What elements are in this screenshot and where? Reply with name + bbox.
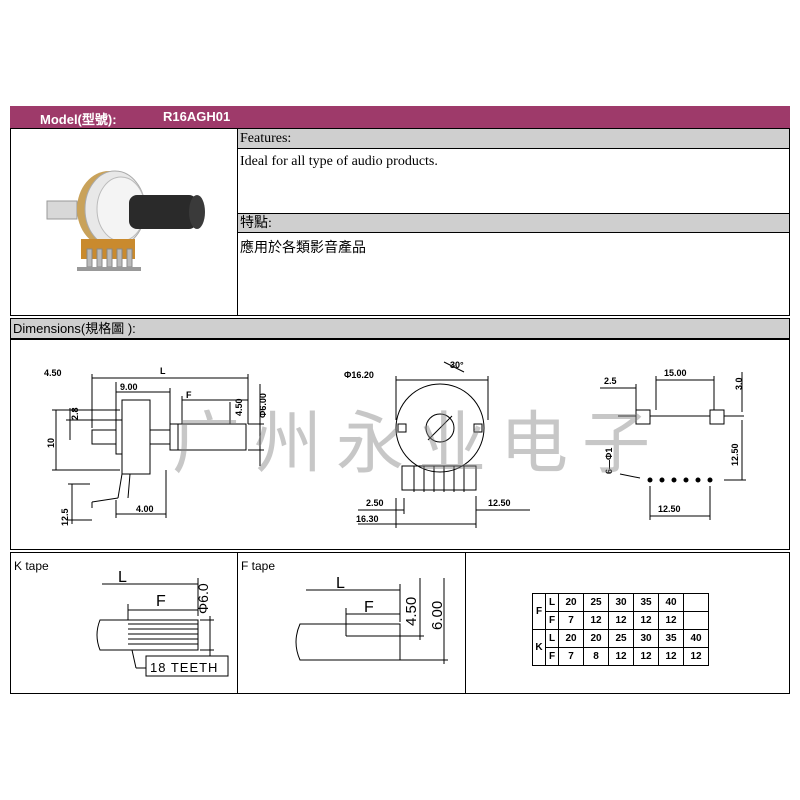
dim-12-50-horizontal: 12.50 bbox=[658, 504, 681, 514]
dim-9-00: 9.00 bbox=[120, 382, 138, 392]
table-cell: 12 bbox=[608, 647, 634, 666]
table-cell: F bbox=[532, 593, 546, 630]
k-tape-title: K tape bbox=[14, 559, 49, 573]
watermark: 广州永业电子 bbox=[172, 405, 665, 484]
dimensions-title: Dimensions(規格圖 ): bbox=[10, 318, 790, 339]
f-tape-title: F tape bbox=[241, 559, 276, 573]
table-cell: K bbox=[532, 629, 546, 666]
table-cell: 7 bbox=[558, 611, 584, 630]
dim-15-00: 15.00 bbox=[664, 368, 687, 378]
features-box: Features: Ideal for all type of audio pr… bbox=[237, 128, 790, 316]
model-label: Model(型號): bbox=[40, 112, 117, 127]
table-cell: 35 bbox=[633, 593, 659, 612]
dim-2-8: 2.8 bbox=[70, 407, 80, 420]
product-image-box bbox=[10, 128, 238, 316]
model-header-band: Model(型號): R16AGH01 bbox=[10, 106, 790, 128]
table-cell: 20 bbox=[583, 629, 609, 648]
tedian-text: 應用於各類影音產品 bbox=[240, 241, 366, 256]
table-cell: F bbox=[545, 647, 559, 666]
table-cell: 25 bbox=[583, 593, 609, 612]
f-tape-box: F tape bbox=[237, 552, 466, 694]
table-cell: 12 bbox=[683, 647, 709, 666]
dim-4-50-vertical: 4.50 bbox=[234, 398, 244, 416]
model-value: R16AGH01 bbox=[163, 109, 231, 124]
table-cell: 8 bbox=[583, 647, 609, 666]
table-cell bbox=[683, 611, 709, 630]
table-cell: 20 bbox=[558, 593, 584, 612]
table-row: F 7 12 12 12 12 bbox=[533, 611, 709, 630]
dim-16-30: 16.30 bbox=[356, 514, 379, 524]
features-text: Ideal for all type of audio products. bbox=[240, 154, 438, 169]
table-cell: 30 bbox=[633, 629, 659, 648]
table-row: K L 20 20 25 30 35 40 bbox=[532, 629, 709, 666]
features-title: Features: bbox=[238, 129, 789, 149]
dimensions-drawing-box bbox=[10, 339, 790, 550]
table-cell: 20 bbox=[558, 629, 584, 648]
table-cell: 12 bbox=[608, 611, 634, 630]
table-cell: 30 bbox=[608, 593, 634, 612]
dim-6-phi-1: 6—Φ1 bbox=[604, 448, 614, 474]
table-cell: 12 bbox=[583, 611, 609, 630]
table-cell: 40 bbox=[683, 629, 709, 648]
dim-3-0: 3.0 bbox=[734, 377, 744, 390]
table-cell: 12 bbox=[633, 647, 659, 666]
dim-4-50-top: 4.50 bbox=[44, 368, 62, 378]
tape-length-table: F L 20 25 30 35 40 F 7 12 12 12 12 K L 2… bbox=[532, 593, 709, 666]
table-cell bbox=[683, 593, 709, 612]
table-cell: 40 bbox=[658, 593, 684, 612]
dim-2-50: 2.50 bbox=[366, 498, 384, 508]
table-cell: 12 bbox=[658, 611, 684, 630]
dim-phi-6: Φ6.00 bbox=[258, 393, 268, 418]
product-photo bbox=[46, 170, 205, 271]
table-row: F L 20 25 30 35 40 bbox=[532, 593, 709, 630]
dim-12-50-vertical: 12.50 bbox=[730, 443, 740, 466]
table-cell: 7 bbox=[558, 647, 584, 666]
table-cell: F bbox=[545, 611, 559, 630]
table-cell: L bbox=[545, 593, 559, 612]
tape-table-box bbox=[465, 552, 790, 694]
dim-12-50: 12.50 bbox=[488, 498, 511, 508]
table-cell: 12 bbox=[633, 611, 659, 630]
dim-12-5: 12.5 bbox=[60, 508, 70, 526]
table-cell: 25 bbox=[608, 629, 634, 648]
table-cell: 35 bbox=[658, 629, 684, 648]
table-cell: 12 bbox=[658, 647, 684, 666]
dim-L: L bbox=[160, 366, 166, 376]
dim-4-00: 4.00 bbox=[136, 504, 154, 514]
tedian-title: 特點: bbox=[238, 213, 789, 233]
table-cell: L bbox=[545, 629, 559, 648]
k-tape-box: K tape bbox=[10, 552, 238, 694]
dim-2-5: 2.5 bbox=[604, 376, 617, 386]
dim-10: 10 bbox=[46, 438, 56, 448]
dim-phi-16-20: Φ16.20 bbox=[344, 370, 374, 380]
table-row: F 7 8 12 12 12 12 bbox=[533, 647, 709, 666]
dim-30-deg: 30° bbox=[450, 360, 464, 370]
dim-F: F bbox=[186, 390, 192, 400]
